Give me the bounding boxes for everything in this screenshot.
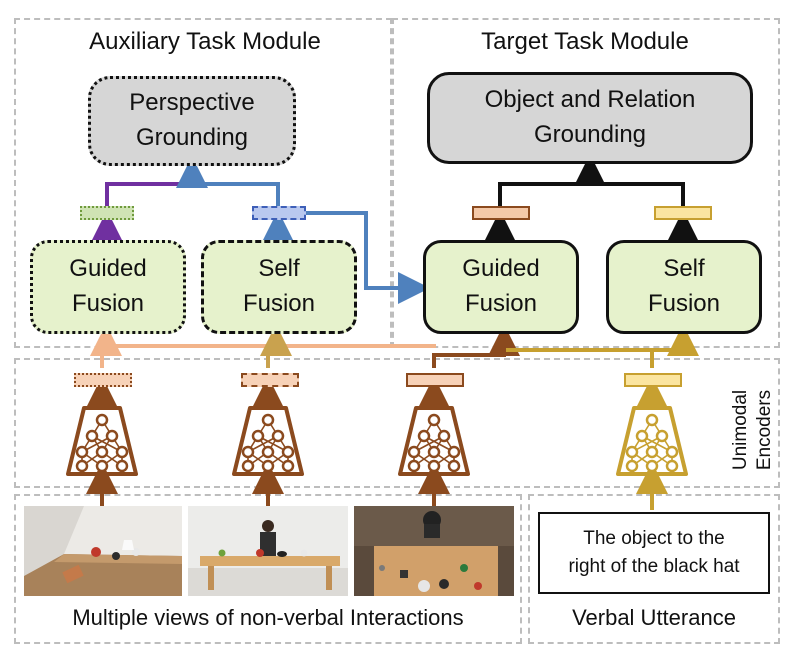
input-arrows	[86, 376, 668, 510]
view3-image	[354, 506, 514, 596]
object-relation-grounding-box: Object and Relation Grounding	[427, 72, 753, 164]
views-label: Multiple views of non-verbal Interaction…	[72, 605, 464, 630]
view1-image	[24, 506, 182, 596]
aux-guided-fusion-box: Guided Fusion	[30, 240, 186, 334]
tgt-self-embedding	[654, 206, 712, 220]
target-module-title: Target Task Module	[481, 28, 689, 55]
tgt-self-fusion-box: Self Fusion	[606, 240, 762, 334]
target-black-path	[484, 154, 699, 242]
aux-blue-path	[176, 156, 430, 304]
perspective-grounding-box: Perspective Grounding	[88, 76, 296, 166]
view2-embedding	[241, 373, 299, 387]
view1-encoder-icon	[66, 406, 138, 476]
view1-embedding	[74, 373, 132, 387]
verbal-label: Verbal Utterance	[572, 605, 736, 630]
view3-embedding	[406, 373, 464, 387]
unimodal-encoders-label: Unimodal Encoders	[730, 389, 775, 471]
view3-encoder-icon	[398, 406, 470, 476]
auxiliary-module-title: Auxiliary Task Module	[89, 28, 321, 55]
target-task-module-region	[392, 18, 780, 348]
aux-self-embedding	[252, 206, 306, 220]
utterance-embedding	[624, 373, 682, 387]
aux-guided-embedding	[80, 206, 134, 220]
utterance-text-box: The object to the right of the black hat	[538, 512, 770, 594]
view2-encoder-icon	[232, 406, 304, 476]
view2-image	[188, 506, 348, 596]
unimodal-encoders-region	[14, 358, 780, 488]
aux-self-fusion-box: Self Fusion	[201, 240, 357, 334]
tgt-guided-fusion-box: Guided Fusion	[423, 240, 579, 334]
tgt-guided-embedding	[472, 206, 530, 220]
aux-purple-path	[91, 182, 192, 242]
encoder-routing	[90, 324, 699, 368]
utterance-encoder-icon	[616, 406, 688, 476]
